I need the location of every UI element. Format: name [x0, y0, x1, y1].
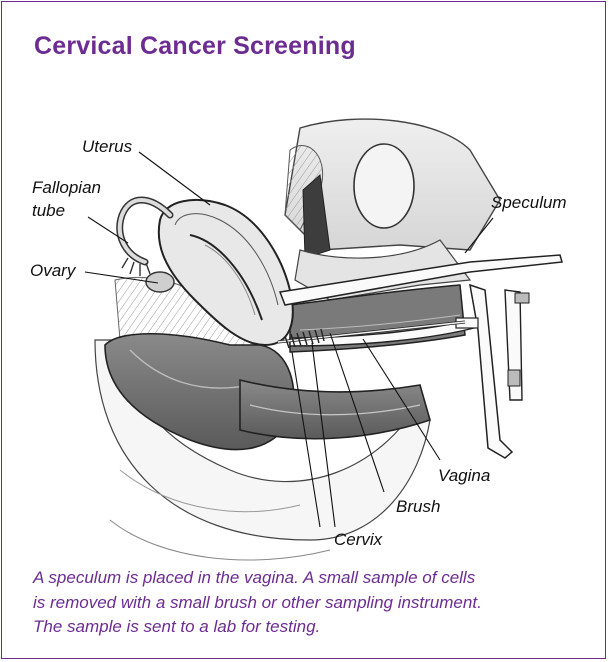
label-vagina: Vagina [438, 466, 490, 485]
label-uterus: Uterus [82, 137, 133, 156]
label-cervix: Cervix [334, 530, 383, 549]
caption-line-3: The sample is sent to a lab for testing. [33, 615, 593, 640]
label-speculum: Speculum [491, 193, 567, 212]
label-fallopian-line1: Fallopian [32, 178, 101, 197]
figure-caption: A speculum is placed in the vagina. A sm… [33, 566, 593, 640]
label-ovary: Ovary [30, 261, 77, 280]
label-fallopian-line2: tube [32, 201, 65, 220]
label-brush: Brush [396, 497, 440, 516]
caption-line-1: A speculum is placed in the vagina. A sm… [33, 566, 593, 591]
caption-line-2: is removed with a small brush or other s… [33, 591, 593, 616]
